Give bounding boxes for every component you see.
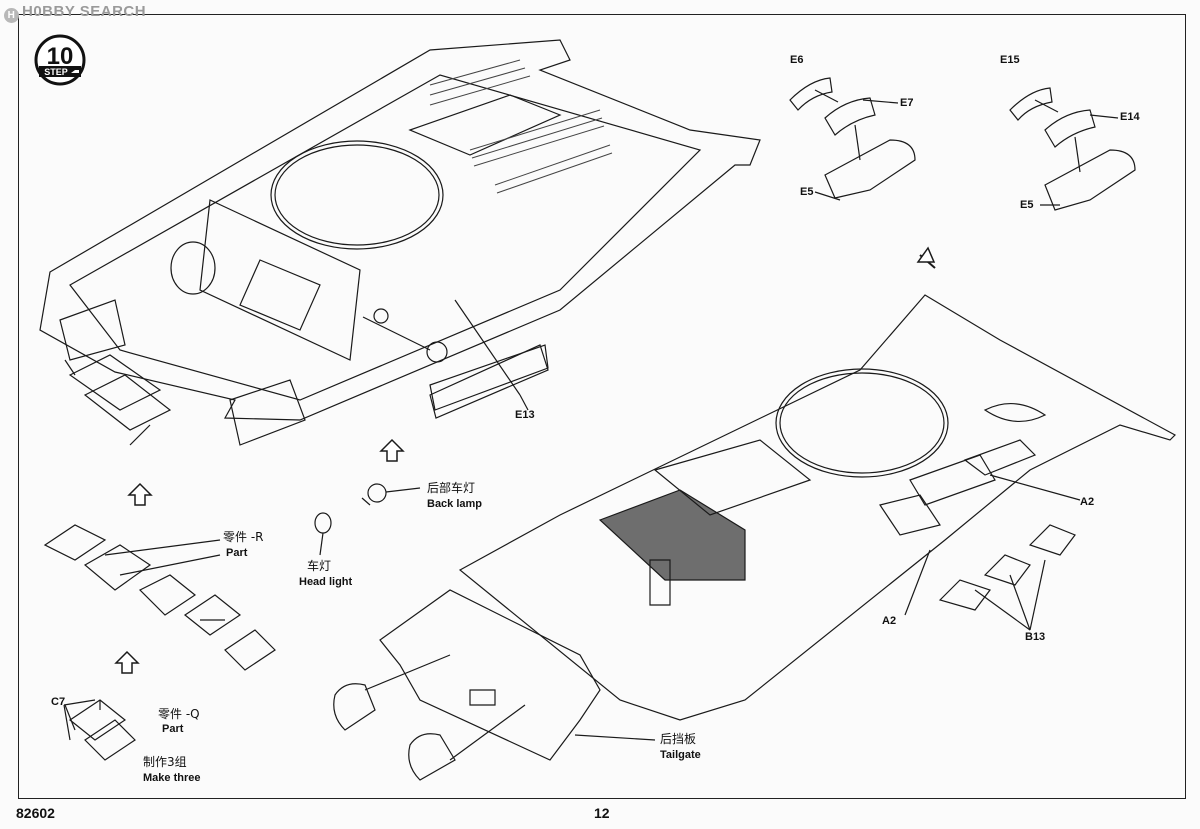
callout-e14: E14 [1120, 111, 1140, 123]
part-r-cn-label: 零件 -R [223, 530, 264, 544]
back-lamp-cn-label: 后部车灯 [427, 481, 476, 495]
track-links-part-r [43, 524, 276, 671]
head-light-part [314, 512, 332, 556]
callout-e5-right: E5 [1020, 199, 1034, 211]
lower-hull-view [458, 294, 1176, 721]
tailgate-cn-label: 后挡板 [660, 732, 697, 746]
back-lamp-part [361, 483, 421, 506]
callout-e15: E15 [1000, 54, 1020, 66]
track-links-part-q [64, 699, 136, 761]
make-three-en-label: Make three [143, 772, 201, 784]
callout-b13: B13 [1025, 631, 1046, 643]
callout-e6: E6 [790, 54, 804, 66]
part-q-cn-label: 零件 -Q [158, 707, 200, 721]
back-lamp-en-label: Back lamp [427, 498, 483, 510]
part-group-e6-e7-e5 [789, 77, 916, 199]
page-frame [18, 14, 1186, 799]
kit-code: 82602 [16, 805, 55, 821]
part-r-en-label: Part [226, 547, 248, 559]
callout-c7: C7 [51, 696, 66, 708]
direction-arrow-icon [127, 482, 153, 506]
upper-hull-top-view [39, 39, 761, 446]
direction-arrow-icon [379, 438, 405, 462]
step-number: 10 [47, 43, 74, 70]
make-three-cn-label: 制作3组 [143, 755, 187, 769]
direction-arrow-icon [916, 246, 936, 263]
tank-icon [71, 70, 79, 73]
callout-e7: E7 [900, 97, 914, 109]
callout-e13: E13 [515, 409, 535, 421]
tailgate-en-label: Tailgate [660, 749, 701, 761]
callout-a2-right: A2 [1080, 496, 1095, 508]
head-light-cn-label: 车灯 [307, 559, 332, 573]
hobbysearch-logo-icon: H [4, 8, 19, 23]
head-light-en-label: Head light [299, 576, 353, 588]
tailgate-assembly [333, 589, 656, 781]
track-links-upper-left [64, 354, 172, 446]
watermark-text: H0BBY SEARCH [22, 3, 147, 20]
part-group-e15-e14-e5 [1009, 87, 1136, 211]
page-number: 12 [594, 805, 610, 821]
part-q-en-label: Part [162, 723, 184, 735]
step-badge: 10 STEP [34, 34, 86, 86]
callout-a2-left: A2 [882, 615, 897, 627]
direction-arrow-icon [114, 650, 140, 674]
step-label: STEP [44, 67, 68, 77]
callout-e5-left: E5 [800, 186, 814, 198]
